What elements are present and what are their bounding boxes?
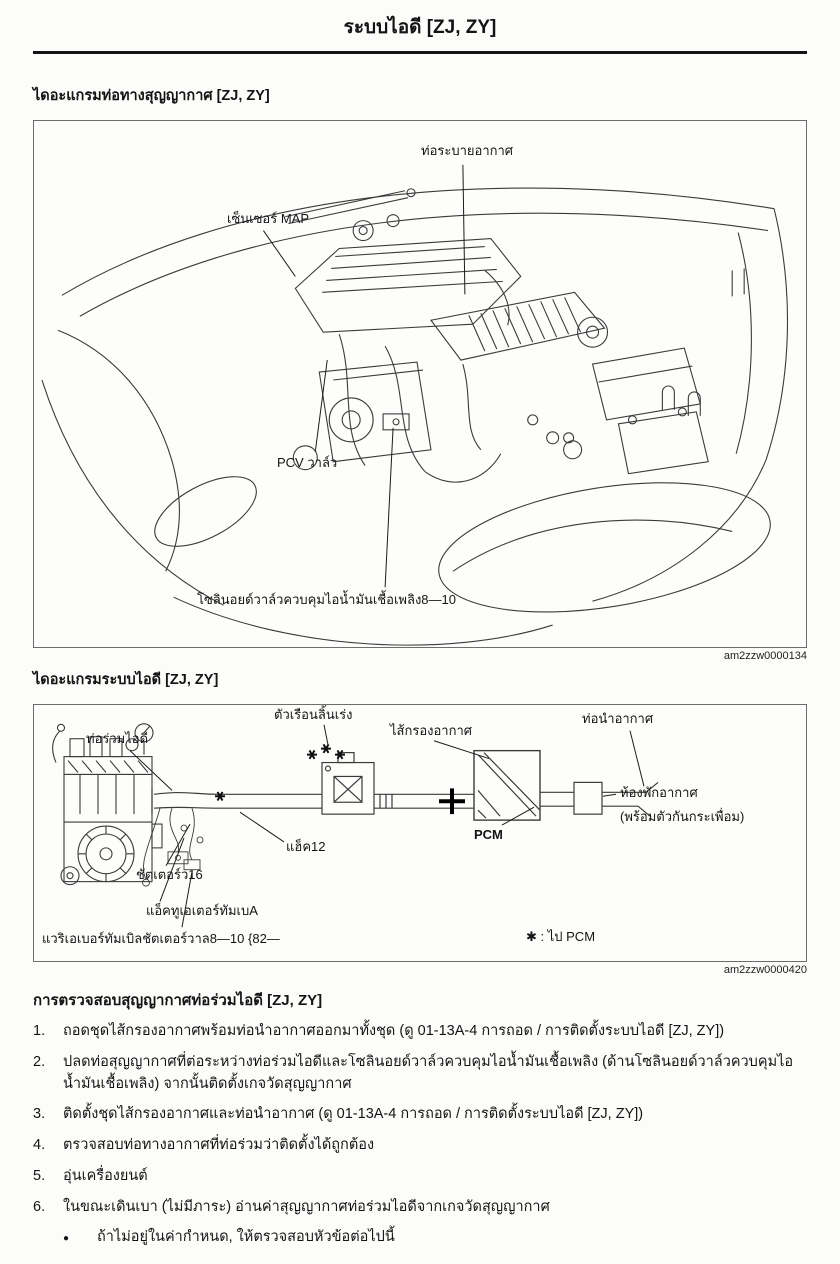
label-tumble-actuator: แอ็คทูเอเตอร์ทัมเบA bbox=[146, 903, 258, 918]
step-text: ตรวจสอบท่อทางอากาศที่ท่อร่วมว่าติดตั้งได… bbox=[63, 1137, 375, 1153]
step-number: 6. bbox=[33, 1198, 46, 1215]
bullet-icon: ● bbox=[63, 1233, 70, 1245]
label-star-legend: ✱ : ไป PCM bbox=[526, 929, 596, 944]
callout-lines bbox=[129, 724, 645, 928]
figure-code-2: am2zzw0000420 bbox=[723, 964, 807, 976]
label-pcv-valve: PCV วาล์ว bbox=[277, 455, 338, 470]
label-purge-solenoid-valve: โซลินอยด์วาล์วควบคุมไอน้ำมันเชื้อเพลิง8—… bbox=[197, 592, 456, 607]
step-number: 5. bbox=[33, 1167, 46, 1184]
intake-diagram-heading: ไดอะแกรมระบบไอดี [ZJ, ZY] bbox=[33, 672, 219, 688]
step-1: 1. ถอดชุดไส้กรองอากาศพร้อมท่อนำอากาศออกม… bbox=[33, 1021, 807, 1043]
label-map-sensor: เซ็นเซอร์ MAP bbox=[227, 211, 309, 226]
label-intake-manifold: ท่อร่วมไอดี bbox=[86, 731, 149, 746]
label-throttle-body: ตัวเรือนลิ้นเร่ง bbox=[274, 707, 353, 722]
vacuum-hose-diagram-figure: ท่อระบายอากาศ เซ็นเซอร์ MAP PCV วาล์ว โซ… bbox=[33, 120, 807, 648]
inspection-steps: 1. ถอดชุดไส้กรองอากาศพร้อมท่อนำอากาศออกม… bbox=[33, 1021, 807, 1249]
step-5: 5. อุ่นเครื่องยนต์ bbox=[33, 1166, 807, 1188]
sub-bullet-text: ถ้าไม่อยู่ในค่ากำหนด, ให้ตรวจสอบหัวข้อต่… bbox=[97, 1229, 395, 1246]
intake-piping bbox=[151, 749, 659, 821]
label-shutter-valve: ชัตเตอร์ว16 bbox=[136, 867, 203, 882]
intake-system-diagram-art bbox=[51, 723, 659, 928]
title-rule bbox=[33, 51, 807, 54]
label-variable-tumble-shutter-valve: แวริเอเบอร์ทัมเบิลชัตเตอร์วาล8—10 {82— bbox=[42, 931, 280, 946]
vacuum-hoses-and-actuators bbox=[142, 808, 204, 887]
step-number: 2. bbox=[33, 1053, 46, 1070]
step-number: 3. bbox=[33, 1106, 46, 1123]
label-air-chamber-line2: (พร้อมตัวกันกระเพื่อม) bbox=[620, 809, 745, 824]
sub-bullet: ● ถ้าไม่อยู่ในค่ากำหนด, ให้ตรวจสอบหัวข้อ… bbox=[33, 1227, 807, 1249]
step-text: ปลดท่อสุญญากาศที่ต่อระหว่างท่อร่วมไอดีแล… bbox=[63, 1053, 794, 1092]
inspection-heading: การตรวจสอบสุญญากาศท่อร่วมไอดี [ZJ, ZY] bbox=[33, 992, 323, 1009]
step-2: 2. ปลดท่อสุญญากาศที่ต่อระหว่างท่อร่วมไอด… bbox=[33, 1052, 807, 1096]
step-number: 4. bbox=[33, 1137, 46, 1153]
vacuum-diagram-heading: ไดอะแกรมท่อทางสุญญากาศ [ZJ, ZY] bbox=[33, 88, 270, 104]
step-number: 1. bbox=[33, 1023, 46, 1039]
step-text: อุ่นเครื่องยนต์ bbox=[63, 1167, 148, 1184]
step-text: ติดตั้งชุดไส้กรองอากาศและท่อนำอากาศ (ดู … bbox=[63, 1106, 644, 1123]
step-6: 6. ในขณะเดินเบา (ไม่มีภาระ) อ่านค่าสุญญา… bbox=[33, 1197, 807, 1219]
page-title: ระบบไอดี [ZJ, ZY] bbox=[343, 17, 497, 38]
label-pcm: PCM bbox=[474, 827, 503, 842]
figure-code-1: am2zzw0000134 bbox=[723, 650, 807, 662]
vacuum-hose-diagram-art bbox=[41, 164, 789, 646]
step-text: ถอดชุดไส้กรองอากาศพร้อมท่อนำอากาศออกมาทั… bbox=[63, 1023, 725, 1039]
label-jack: แฮ็ค12 bbox=[286, 839, 326, 854]
step-3: 3. ติดตั้งชุดไส้กรองอากาศและท่อนำอากาศ (… bbox=[33, 1104, 807, 1126]
label-air-cleaner: ไส้กรองอากาศ bbox=[390, 723, 473, 738]
engine-illustration bbox=[292, 214, 745, 483]
label-ventilation-hose: ท่อระบายอากาศ bbox=[421, 143, 514, 158]
intake-system-diagram-figure: ตัวเรือนลิ้นเร่ง ท่อร่วมไอดี ไส้กรองอากา… bbox=[33, 704, 807, 962]
step-text: ในขณะเดินเบา (ไม่มีภาระ) อ่านค่าสุญญากาศ… bbox=[63, 1198, 550, 1215]
label-air-chamber-line1: ห้องพักอากาศ bbox=[620, 785, 698, 800]
callout-lines bbox=[262, 164, 466, 588]
pcm-star-marks bbox=[214, 743, 465, 815]
step-4: 4. ตรวจสอบท่อทางอากาศที่ท่อร่วมว่าติดตั้… bbox=[33, 1135, 807, 1157]
car-body-outline bbox=[41, 187, 789, 646]
label-air-duct: ท่อนำอากาศ bbox=[582, 711, 654, 726]
engine-schematic bbox=[51, 723, 163, 886]
